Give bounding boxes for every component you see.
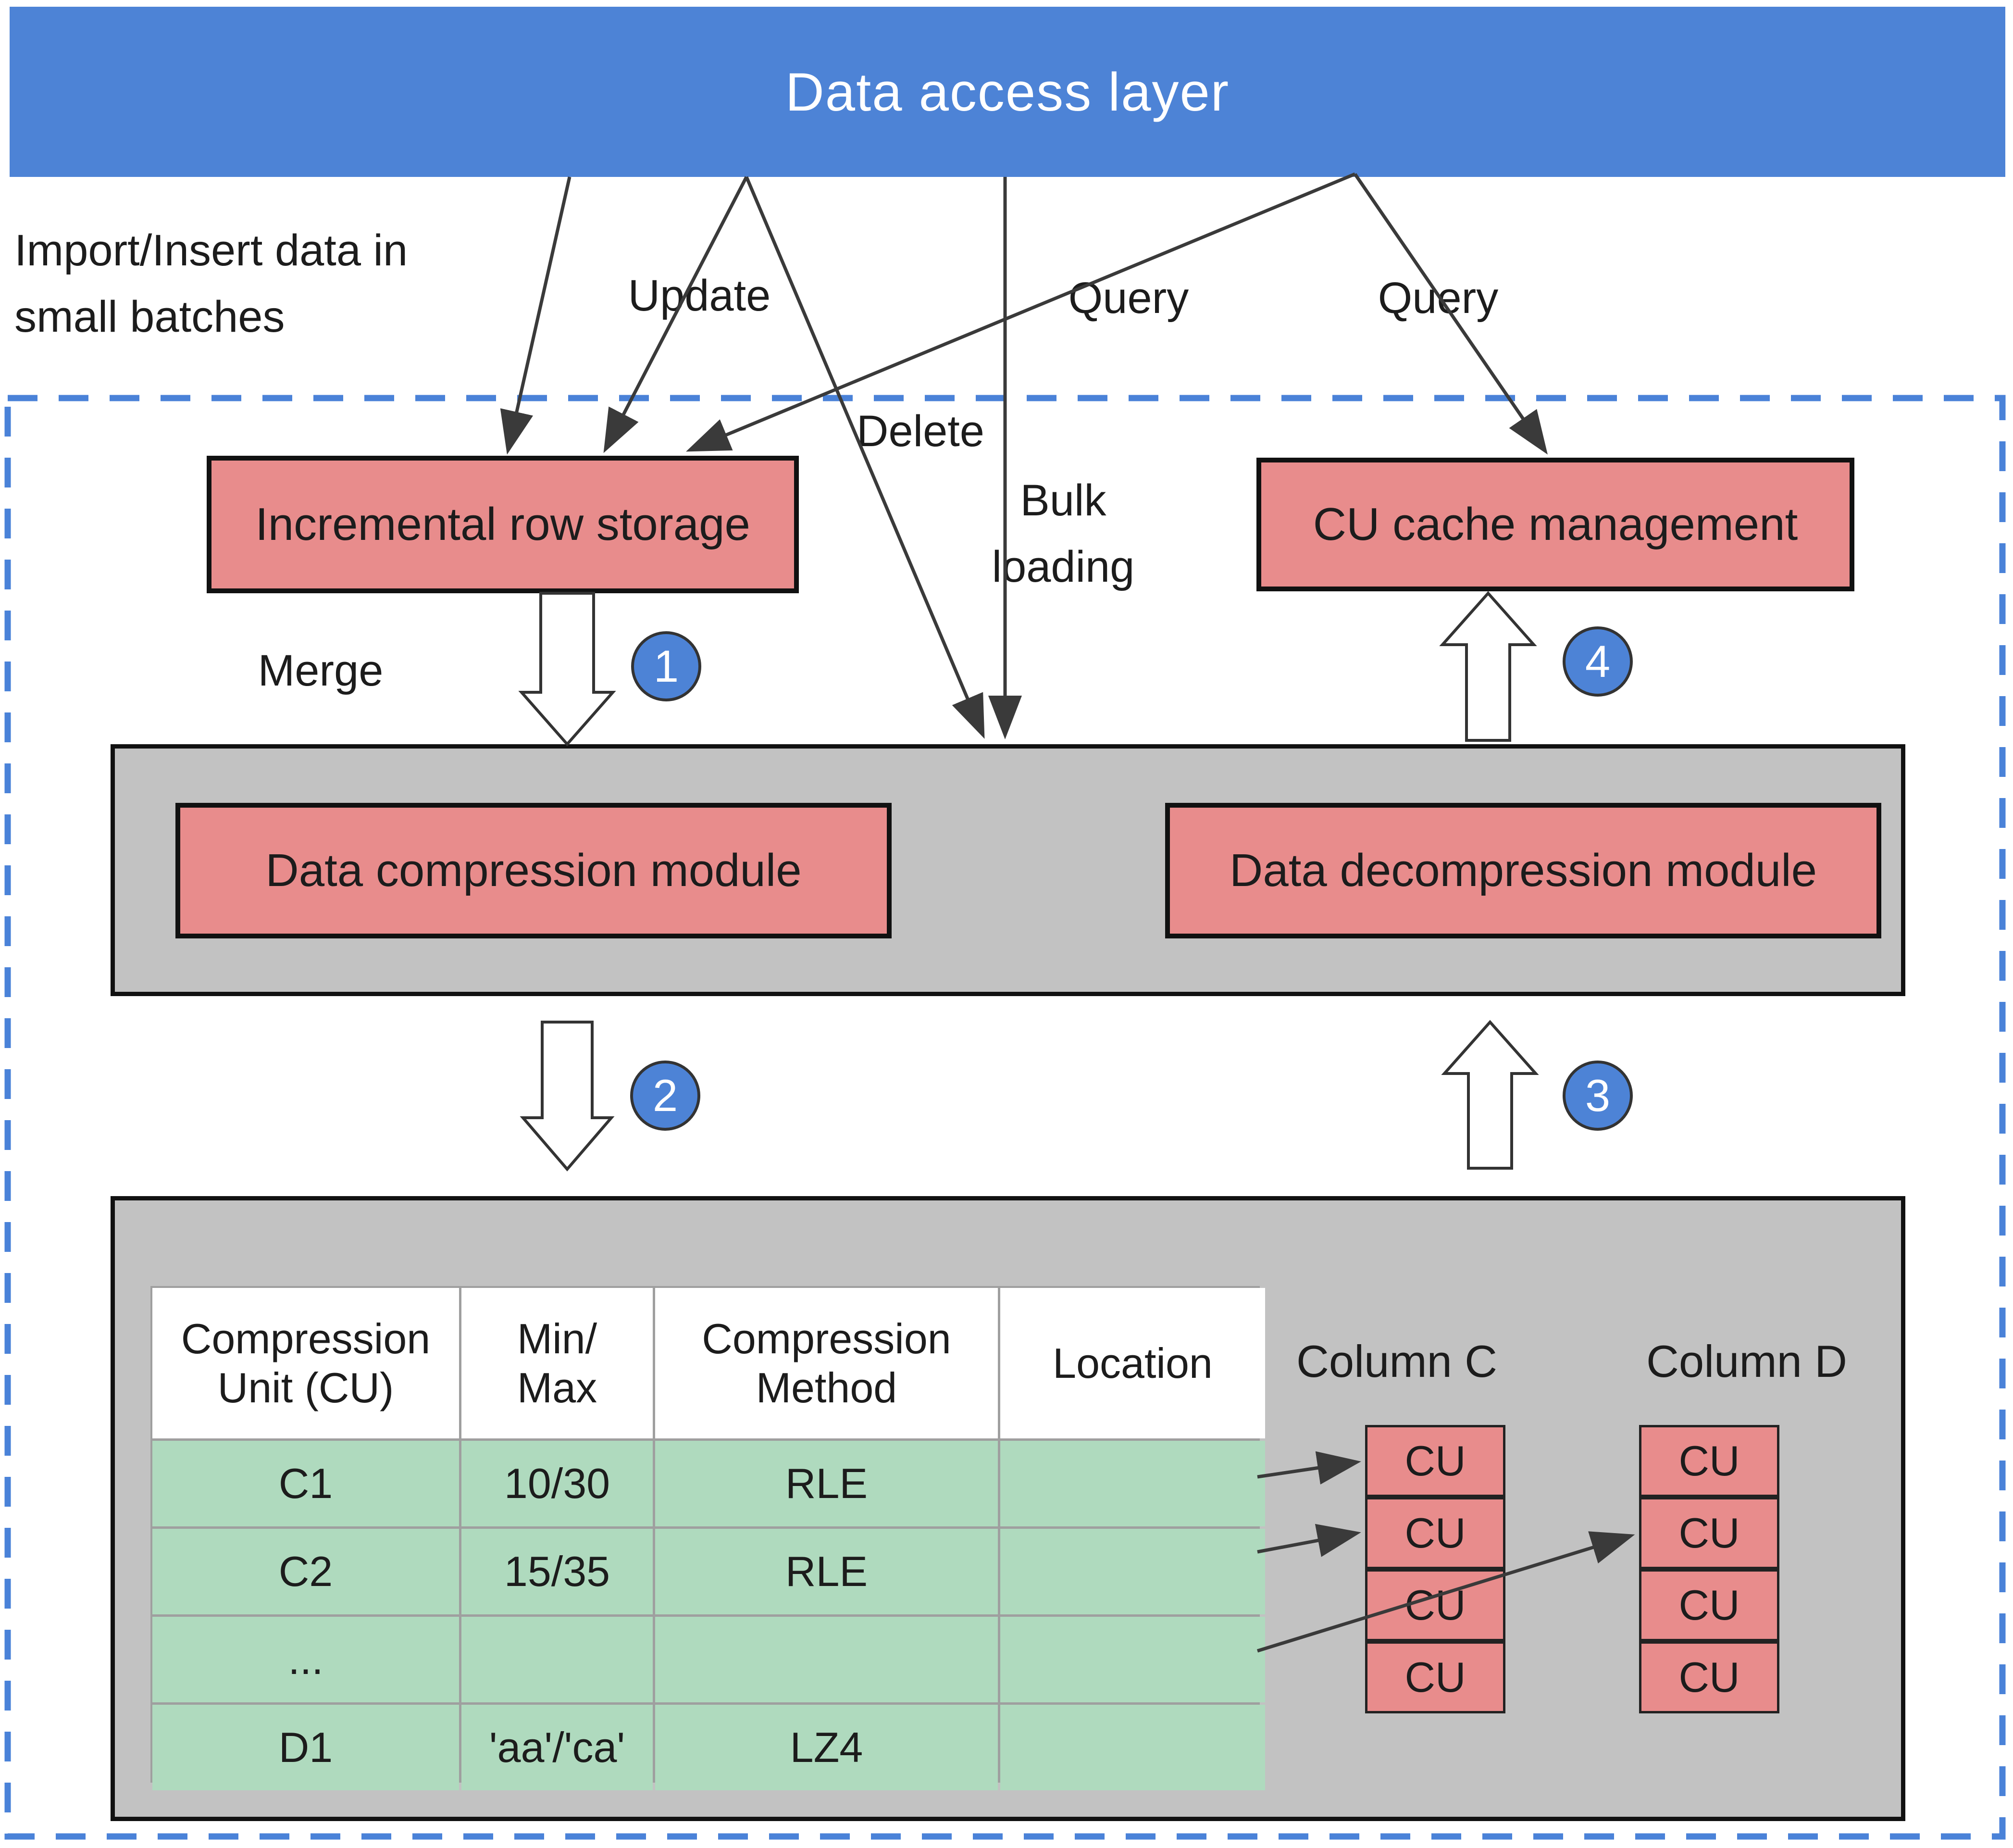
column-d-cu-3: CU xyxy=(1639,1569,1779,1641)
column-c-cu-1: CU xyxy=(1365,1425,1505,1497)
label-bulk-loading: Bulk loading xyxy=(992,476,1135,591)
column-c-cu-2: CU xyxy=(1365,1497,1505,1569)
data-decompression-module-label: Data decompression module xyxy=(1230,845,1817,896)
cu-metadata-table: Compression Unit (CU) Min/ Max Compressi… xyxy=(150,1286,1265,1790)
table-header-location: Location xyxy=(1000,1288,1265,1438)
column-c-label: Column C xyxy=(1296,1336,1497,1386)
data-compression-module-label: Data compression module xyxy=(265,845,802,896)
table-cell-r1c3: RLE xyxy=(655,1441,998,1526)
table-cell-r3c4 xyxy=(1000,1617,1265,1702)
column-c-cu-3: CU xyxy=(1365,1569,1505,1641)
table-cell-r2c2: 15/35 xyxy=(461,1529,653,1614)
table-cell-r4c4 xyxy=(1000,1705,1265,1790)
step-4-block-arrow-up xyxy=(1439,591,1537,742)
data-decompression-module-box: Data decompression module xyxy=(1165,803,1881,938)
data-compression-module-box: Data compression module xyxy=(175,803,892,938)
banner-title: Data access layer xyxy=(785,62,1230,122)
table-header-compression-unit: Compression Unit (CU) xyxy=(152,1288,459,1438)
arrow-import-insert xyxy=(500,176,572,455)
step-2-badge: 2 xyxy=(630,1061,700,1131)
step-2-block-arrow-down xyxy=(520,1021,615,1172)
label-update: Update xyxy=(628,271,771,320)
table-cell-r1c4 xyxy=(1000,1441,1265,1526)
table-cell-r3c2 xyxy=(461,1617,653,1702)
label-delete: Delete xyxy=(857,407,984,456)
label-merge: Merge xyxy=(258,646,384,695)
table-cell-r3c3 xyxy=(655,1617,998,1702)
column-c-cu-4: CU xyxy=(1365,1641,1505,1713)
incremental-row-storage-box: Incremental row storage xyxy=(207,456,799,593)
column-d-cu-1: CU xyxy=(1639,1425,1779,1497)
column-d-label: Column D xyxy=(1646,1336,1847,1386)
data-access-layer-banner: Data access layer xyxy=(10,7,2005,177)
merge-block-arrow-down xyxy=(518,592,616,747)
table-cell-r1c2: 10/30 xyxy=(461,1441,653,1526)
label-import-insert: Import/Insert data in small batches xyxy=(14,226,408,341)
table-cell-r1c1: C1 xyxy=(152,1441,459,1526)
step-3-badge: 3 xyxy=(1563,1061,1633,1131)
incremental-row-storage-label: Incremental row storage xyxy=(255,499,750,550)
column-d-cu-4: CU xyxy=(1639,1641,1779,1713)
step-3-block-arrow-up xyxy=(1441,1020,1539,1170)
table-cell-r2c1: C2 xyxy=(152,1529,459,1614)
table-cell-r2c4 xyxy=(1000,1529,1265,1614)
table-cell-r4c2: 'aa'/'ca' xyxy=(461,1705,653,1790)
column-d-cu-2: CU xyxy=(1639,1497,1779,1569)
arrow-query-left xyxy=(686,172,1356,452)
table-cell-r3c1: ... xyxy=(152,1617,459,1702)
table-cell-r4c3: LZ4 xyxy=(655,1705,998,1790)
cu-cache-management-label: CU cache management xyxy=(1313,499,1798,550)
cu-cache-management-box: CU cache management xyxy=(1256,458,1854,591)
table-cell-r2c3: RLE xyxy=(655,1529,998,1614)
step-4-badge: 4 xyxy=(1563,626,1633,697)
step-1-badge: 1 xyxy=(631,631,701,701)
table-cell-r4c1: D1 xyxy=(152,1705,459,1790)
table-header-min-max: Min/ Max xyxy=(461,1288,653,1438)
label-query-left: Query xyxy=(1068,274,1189,323)
label-query-right: Query xyxy=(1378,274,1499,323)
table-header-compression-method: Compression Method xyxy=(655,1288,998,1438)
